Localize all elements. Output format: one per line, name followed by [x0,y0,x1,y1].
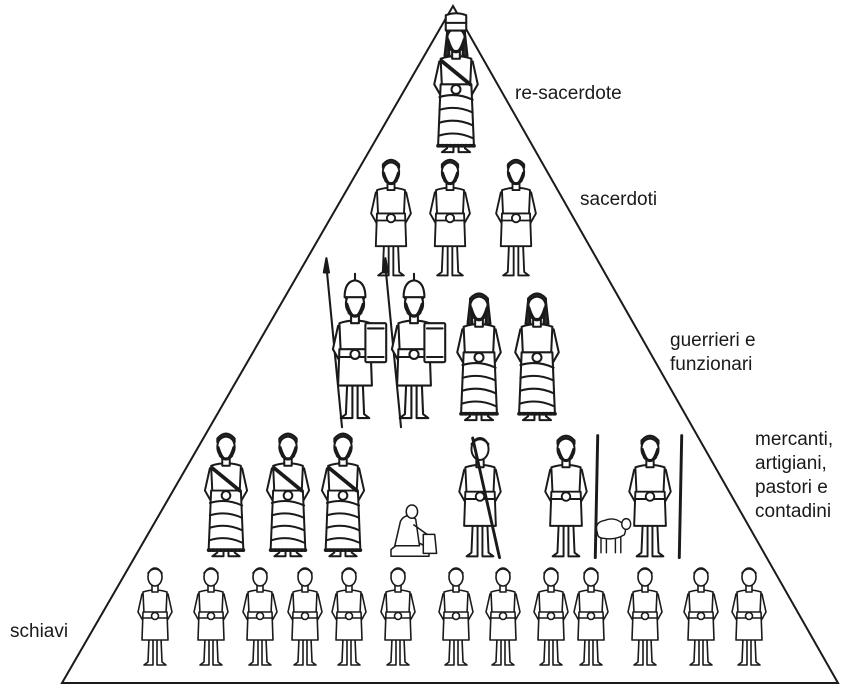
label-line: guerrieri e [670,330,756,351]
slave-figure [731,567,767,666]
label-line: schiavi [10,621,69,642]
level-label-sacerdoti: sacerdoti [580,188,657,212]
merchant-figure [265,432,311,558]
label-line: pastori e [755,477,828,498]
slave-figure [137,567,173,666]
label-line: re-sacerdote [515,83,622,104]
merchant-figure [320,432,366,558]
level-label-mercanti: mercanti, artigiani, pastori e contadini [755,428,833,524]
warrior-figure [322,257,388,429]
slave-figure [627,567,663,666]
slave-figure [287,567,323,666]
slave-figure [331,567,367,666]
priest-figure [495,158,537,277]
artisan-figure [390,504,438,558]
slave-figure [533,567,569,666]
label-line: artigiani, [755,453,827,474]
slave-figure [485,567,521,666]
slave-figure [683,567,719,666]
figures-layer [137,12,767,666]
label-line: contadini [755,501,832,522]
label-line: mercanti, [755,429,834,450]
level-label-re-sacerdote: re-sacerdote [515,82,622,106]
sheep-figure [595,517,632,554]
shepherd-figure [544,434,600,560]
merchant-figure [203,432,249,558]
farmer-figure [458,436,502,560]
king-figure [433,12,479,154]
slave-figure [438,567,474,666]
shepherd-figure [628,434,684,560]
priest-figure [429,158,471,277]
slave-figure [380,567,416,666]
level-label-schiavi: schiavi [10,620,68,644]
slave-figure [193,567,229,666]
slave-figure [573,567,609,666]
label-line: funzionari [670,354,753,375]
label-line: sacerdoti [580,189,658,210]
slave-figure [242,567,278,666]
warrior-figure [381,257,447,429]
official-figure [514,292,560,422]
level-label-guerrieri: guerrieri e funzionari [670,329,756,377]
official-figure [456,292,502,422]
